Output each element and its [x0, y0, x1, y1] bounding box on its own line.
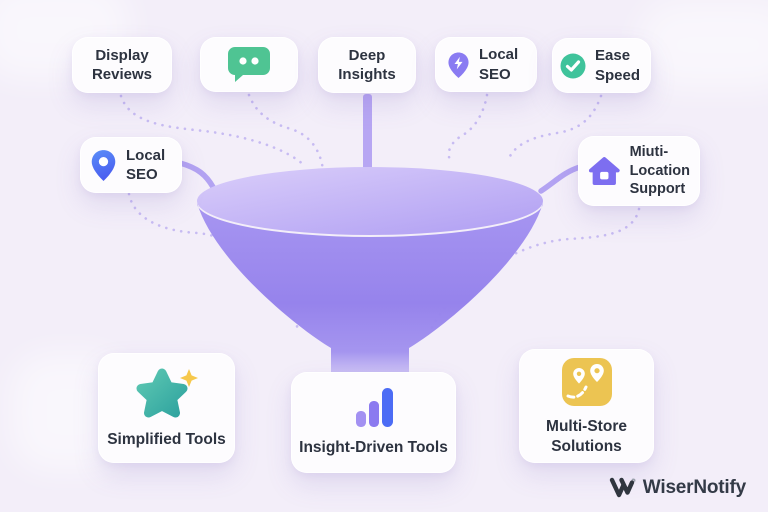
- background-blob: [638, 0, 768, 90]
- brand-name: WiserNotify: [642, 476, 746, 498]
- star-sparkle-icon: [136, 368, 198, 418]
- card-deep-insights: Deep Insights: [318, 37, 416, 93]
- card-chat: [200, 37, 298, 92]
- funnel-cone: [197, 203, 543, 404]
- bar-chart-icon: [355, 388, 393, 428]
- connector-ease-speed: [507, 94, 603, 160]
- map-pins-route-icon: [561, 357, 612, 406]
- wisernotify-mark-icon: [609, 477, 636, 498]
- card-multi-store-solutions: Multi-Store Solutions: [519, 349, 654, 463]
- funnel-top: [197, 167, 543, 235]
- connector-left-solid: [177, 160, 216, 190]
- card-label: Ease Speed: [595, 47, 641, 84]
- card-display-reviews: Display Reviews: [72, 37, 172, 93]
- card-label: Display Reviews: [91, 46, 153, 83]
- location-pin-bolt-icon: [448, 52, 469, 78]
- connector-right-solid: [538, 164, 583, 194]
- funnel-stem: [363, 94, 372, 178]
- card-label: Miuti-Location Support: [629, 143, 690, 198]
- card-label: Local SEO: [479, 46, 519, 83]
- card-insight-driven-tools: Insight-Driven Tools: [291, 372, 456, 473]
- solid-connectors: [177, 160, 583, 194]
- card-ease-speed: Ease Speed: [552, 38, 651, 93]
- card-multi-location: Miuti-Location Support: [578, 136, 700, 206]
- check-circle-icon: [560, 53, 586, 78]
- connector-local-seo-left: [127, 192, 301, 333]
- chat-bubble-icon: [228, 46, 270, 82]
- card-label: Deep Insights: [338, 46, 396, 83]
- card-label: Insight-Driven Tools: [299, 439, 448, 457]
- card-label: Simplified Tools: [107, 430, 226, 448]
- card-local-seo-left: Local SEO: [80, 137, 182, 193]
- card-label: Local SEO: [126, 146, 166, 183]
- connector-chat: [247, 93, 325, 172]
- card-label: Multi-Store Solutions: [546, 417, 627, 455]
- location-pin-icon: [91, 149, 116, 181]
- card-local-seo-top: Local SEO: [435, 37, 537, 92]
- connector-local-seo-top: [447, 93, 489, 162]
- brand-logo: WiserNotify: [609, 476, 746, 499]
- card-simplified-tools: Simplified Tools: [98, 353, 235, 463]
- house-icon: [588, 157, 620, 185]
